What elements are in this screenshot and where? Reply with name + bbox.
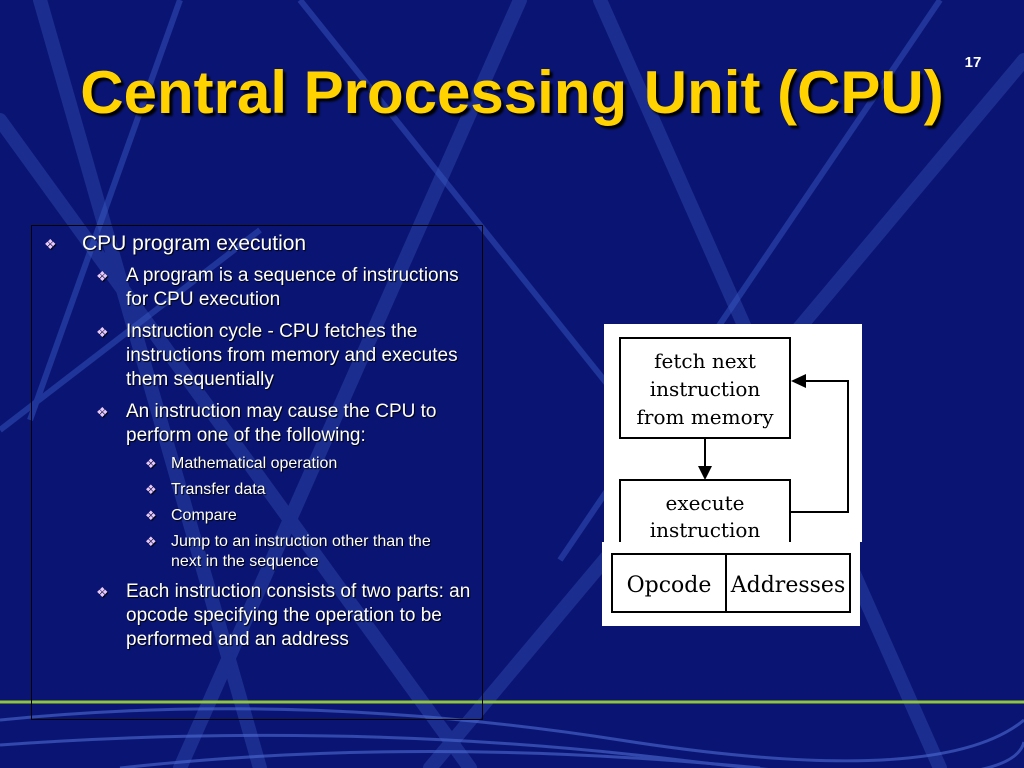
instruction-format-box [611,553,851,613]
fetch-line: from memory [637,405,775,429]
instruction-format: Opcode Addresses [602,542,860,626]
bullet-level2: ❖ A program is a sequence of instruction… [96,264,472,312]
four-diamond-bullet-icon: ❖ [44,236,57,252]
loop-back-arrow-head [791,374,806,388]
bullet-level3: ❖ Mathematical operation [145,454,464,474]
four-diamond-bullet-icon: ❖ [96,268,109,284]
bullet-parts-text: Each instruction consists of two parts: … [126,581,471,650]
execute-line: instruction [650,518,761,542]
execute-box [619,479,791,542]
bullet-level3: ❖ Compare [145,506,464,526]
loop-back-line [790,380,849,513]
four-diamond-bullet-icon: ❖ [145,508,157,523]
four-diamond-bullet-icon: ❖ [96,584,109,600]
bullet-level2: ❖ Instruction cycle - CPU fetches the in… [96,320,472,392]
fetch-line: instruction [650,377,761,401]
bullet-level1: ❖ CPU program execution [44,232,482,256]
bullet-list: ❖ CPU program execution ❖ A program is a… [32,232,482,652]
down-arrow-head [698,466,712,480]
sub-item-text: Transfer data [171,481,266,498]
four-diamond-bullet-icon: ❖ [96,404,109,420]
bullet-cycle-text: Instruction cycle - CPU fetches the inst… [126,321,458,390]
sub-item-text: Compare [171,507,237,524]
four-diamond-bullet-icon: ❖ [96,324,109,340]
bullet-program-text: A program is a sequence of instructions … [126,265,459,310]
sub-item-text: Mathematical operation [171,455,338,472]
bullet-level3: ❖ Jump to an instruction other than the … [145,532,464,572]
sub-item-text: Jump to an instruction other than the ne… [171,533,431,570]
addresses-field: Addresses [730,573,845,598]
bullet-level2: ❖ An instruction may cause the CPU to pe… [96,400,472,448]
four-diamond-bullet-icon: ❖ [145,482,157,497]
four-diamond-bullet-icon: ❖ [145,456,157,471]
opcode-field: Opcode [627,573,712,598]
slide-number: 17 [964,54,982,71]
instruction-cycle-diagram: fetch next instruction from memory execu… [604,324,862,542]
four-diamond-bullet-icon: ❖ [145,534,157,549]
execute-line: execute [666,491,745,515]
slide-title: Central Processing Unit (CPU) [80,59,944,126]
bullet-may-text: An instruction may cause the CPU to perf… [126,401,437,446]
bullet-level3: ❖ Transfer data [145,480,464,500]
bullet-level2: ❖ Each instruction consists of two parts… [96,580,472,652]
content-box: ❖ CPU program execution ❖ A program is a… [31,225,483,720]
bullet-heading-text: CPU program execution [82,232,307,255]
fetch-line: fetch next [654,349,756,373]
